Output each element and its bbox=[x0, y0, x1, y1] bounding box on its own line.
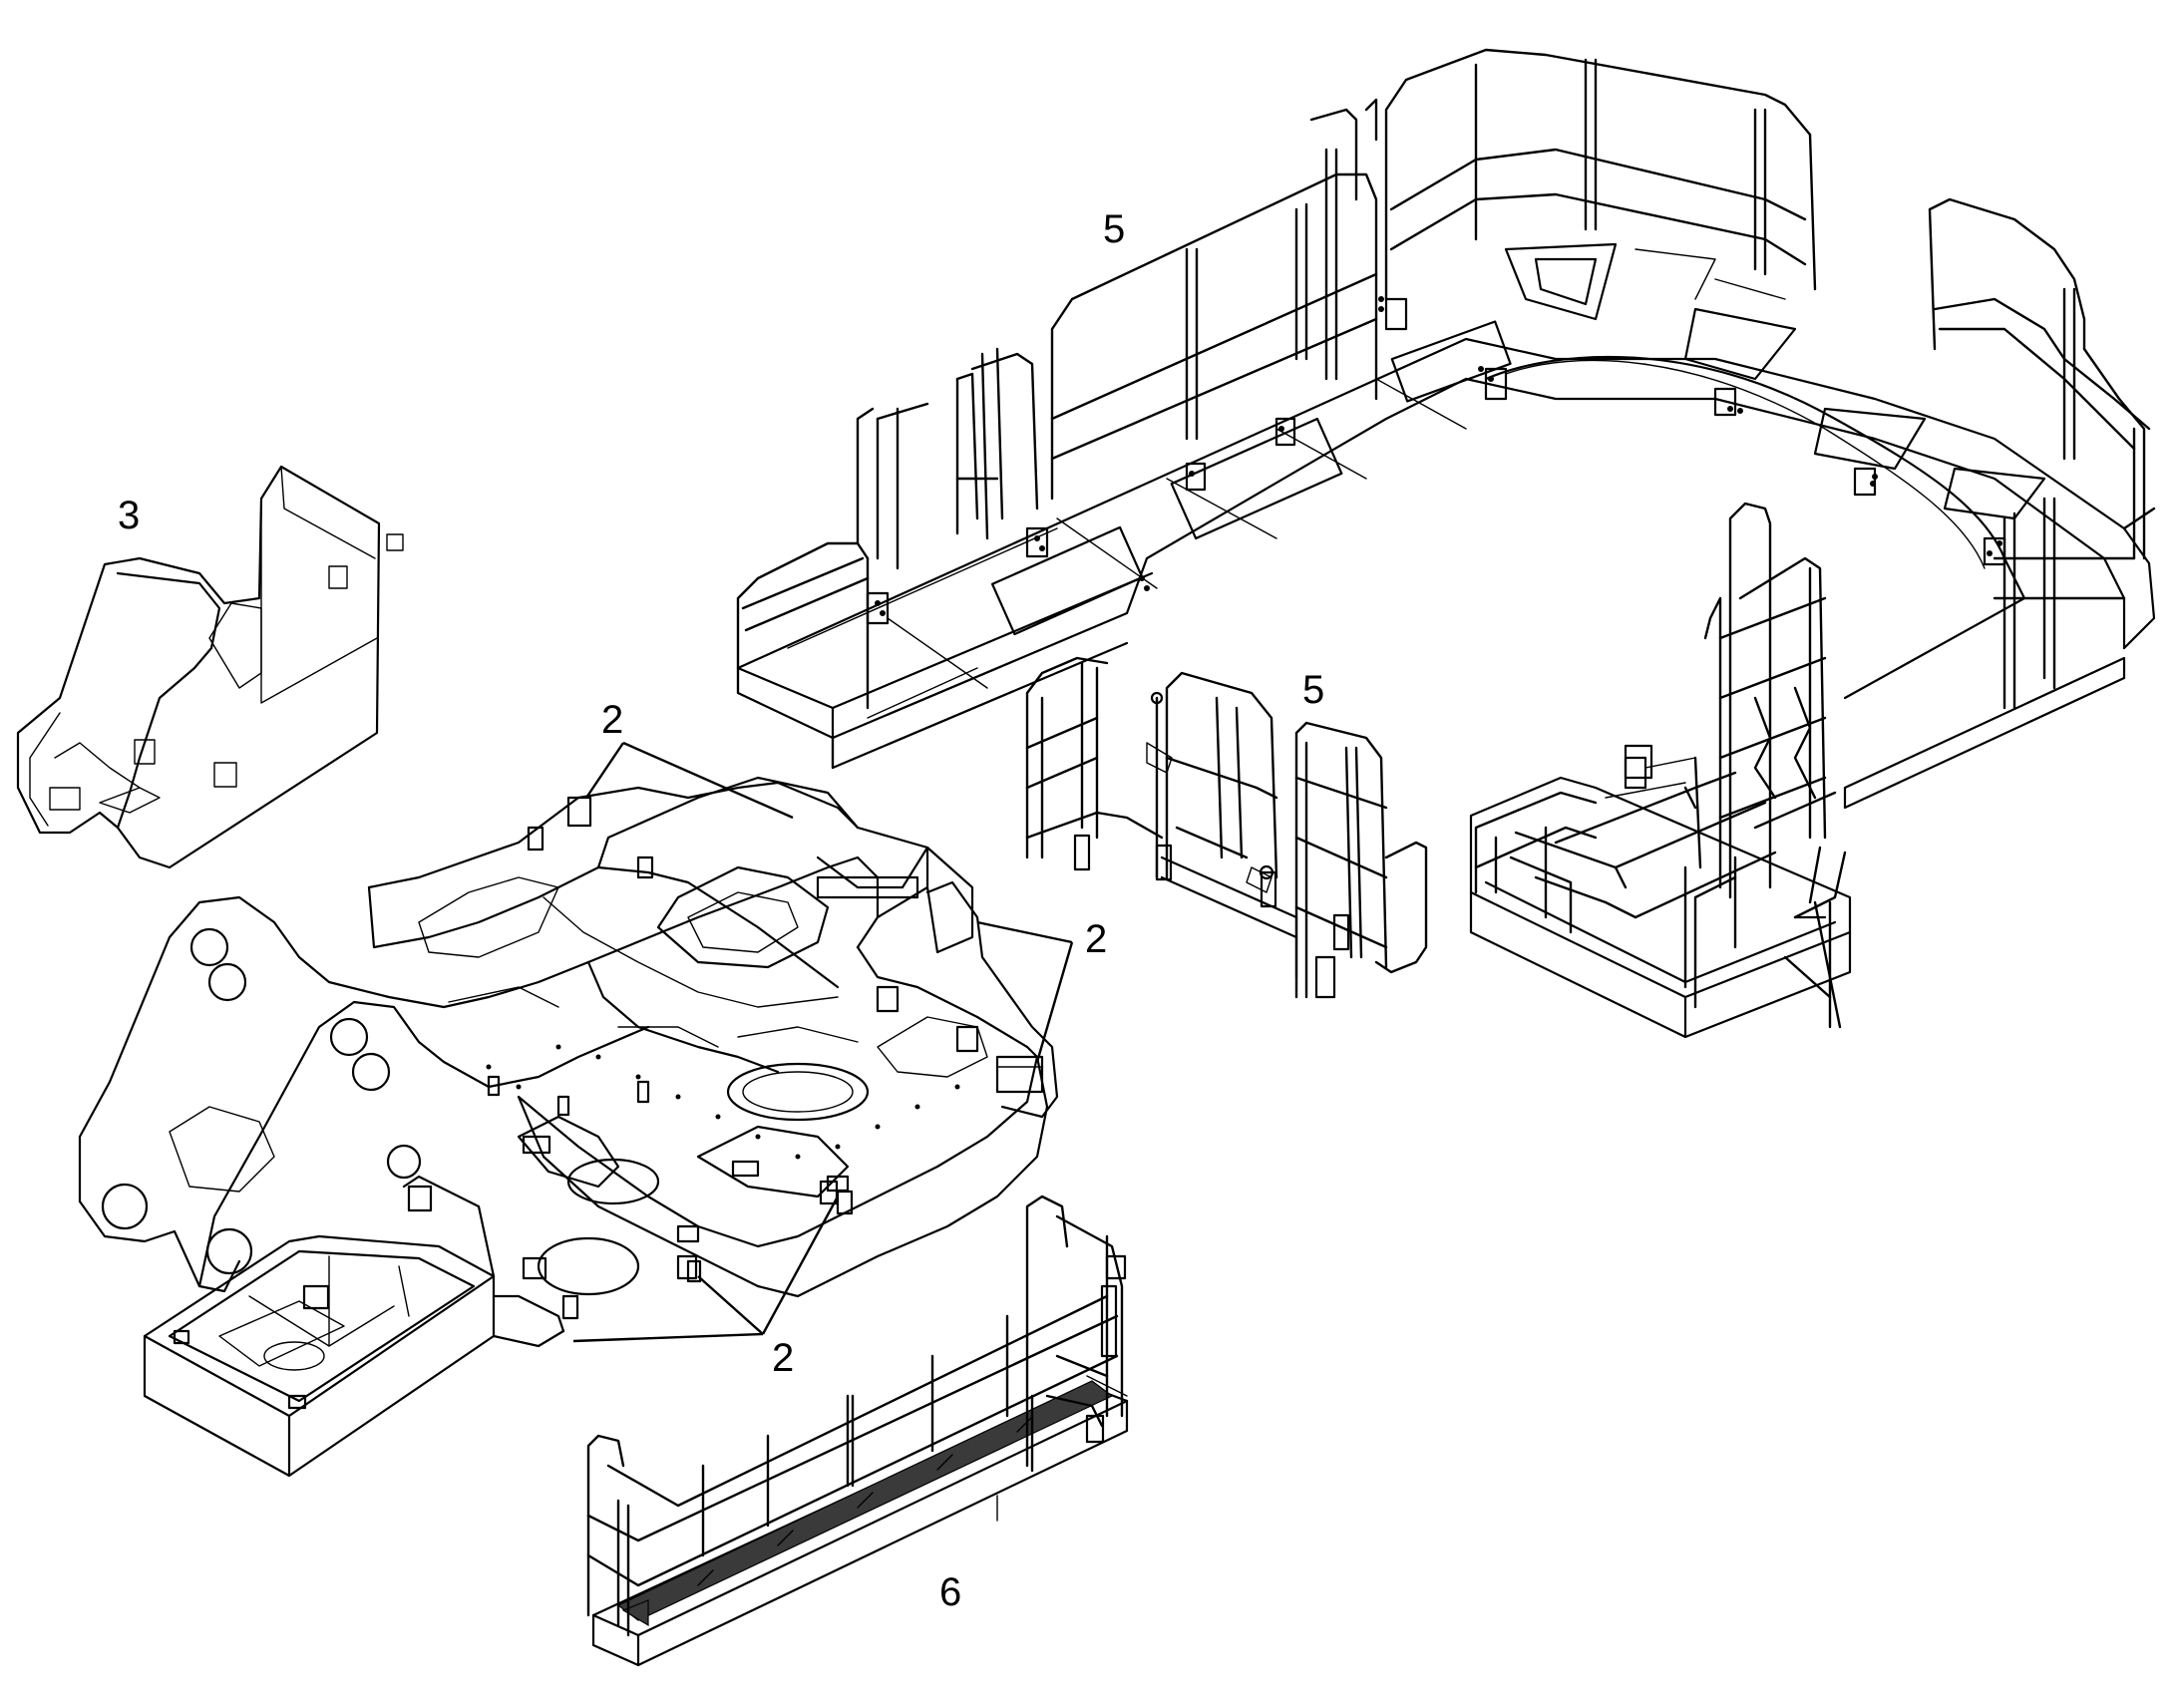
callout-2-right: 2 bbox=[1085, 917, 1107, 961]
part-5-main-walkway bbox=[736, 48, 2156, 810]
leader-2-bottom-c bbox=[572, 1332, 764, 1343]
part-3-cab-frame bbox=[16, 465, 404, 869]
callout-2-top: 2 bbox=[601, 698, 623, 742]
leader-2-right-b bbox=[1035, 941, 1074, 1063]
callout-3: 3 bbox=[118, 494, 140, 537]
part-5-access-ladder-platform bbox=[1469, 502, 1852, 1039]
part-5-center-railing bbox=[1025, 656, 1428, 999]
callout-5-top: 5 bbox=[1103, 207, 1125, 251]
part-6-side-walkway bbox=[586, 1195, 1129, 1667]
main-chassis-frame bbox=[78, 776, 1059, 1478]
leader-2-top-a bbox=[585, 742, 624, 799]
callout-6: 6 bbox=[939, 1570, 961, 1614]
leader-2-bottom-a bbox=[761, 1196, 840, 1335]
callout-5-middle: 5 bbox=[1302, 668, 1324, 712]
leader-2-right-a bbox=[976, 920, 1073, 944]
leader-2-bottom-b bbox=[697, 1275, 764, 1335]
callout-labels: 3 2 2 2 5 5 6 bbox=[118, 207, 1324, 1614]
leader-2-top-b bbox=[622, 741, 794, 820]
leader-lines bbox=[572, 741, 1074, 1343]
callout-2-bottom: 2 bbox=[772, 1336, 794, 1380]
